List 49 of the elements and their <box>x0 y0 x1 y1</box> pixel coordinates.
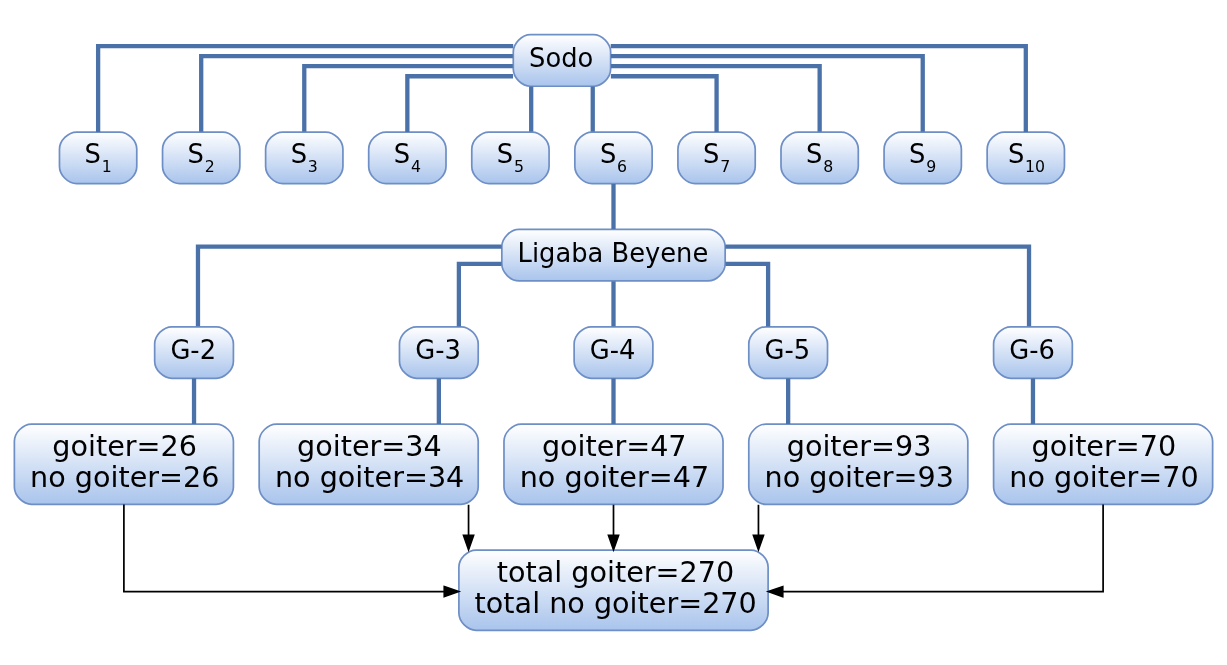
node-box: goiter=47 no goiter=47 <box>503 423 724 506</box>
arrow <box>123 503 462 598</box>
node-box: S$_{10}$ <box>986 131 1066 185</box>
node-box: G-5 <box>747 325 829 380</box>
connector <box>611 281 616 327</box>
node-box: S$_{8}$ <box>780 131 860 185</box>
connector <box>405 74 514 132</box>
node-box: S$_{3}$ <box>264 131 344 185</box>
node-box: Sodo <box>512 33 612 88</box>
connector <box>610 44 1028 132</box>
node-box: S$_{4}$ <box>367 131 447 185</box>
node-box: G-2 <box>153 325 235 380</box>
arrow <box>765 503 1104 598</box>
node-box: G-4 <box>573 325 654 380</box>
arrow <box>462 503 475 553</box>
arrow <box>752 503 765 553</box>
node-box: Ligaba Beyene <box>500 228 727 282</box>
connector <box>529 86 534 132</box>
node-box: goiter=70 no goiter=70 <box>992 423 1214 506</box>
node-box: S$_{6}$ <box>574 131 653 185</box>
connector <box>302 64 513 132</box>
node-box: G-3 <box>398 325 480 380</box>
node-box: S$_{5}$ <box>470 131 550 185</box>
node-box: S$_{9}$ <box>883 131 963 185</box>
connector <box>611 378 616 424</box>
connector <box>436 378 441 424</box>
node-box: S$_{7}$ <box>677 131 757 185</box>
connector <box>191 378 197 424</box>
node-box: S$_{1}$ <box>58 131 138 185</box>
connector <box>610 74 719 132</box>
node-box: goiter=34 no goiter=34 <box>258 423 480 506</box>
connector <box>199 54 513 132</box>
node-box: total goiter=270 total no goiter=270 <box>458 549 769 632</box>
connector <box>456 261 502 327</box>
connector <box>611 183 616 230</box>
connector <box>725 244 1032 327</box>
connector <box>1030 378 1036 424</box>
node-box: goiter=93 no goiter=93 <box>747 423 969 506</box>
connector <box>590 86 595 132</box>
connector <box>786 378 791 424</box>
node-box: G-6 <box>992 325 1074 380</box>
connector <box>611 54 925 132</box>
connector <box>725 261 771 327</box>
node-box: goiter=26 no goiter=26 <box>13 423 235 506</box>
connector <box>95 44 514 132</box>
connector <box>195 244 502 327</box>
node-box: S$_{2}$ <box>161 131 241 185</box>
arrow <box>607 503 620 553</box>
connector <box>611 64 822 132</box>
